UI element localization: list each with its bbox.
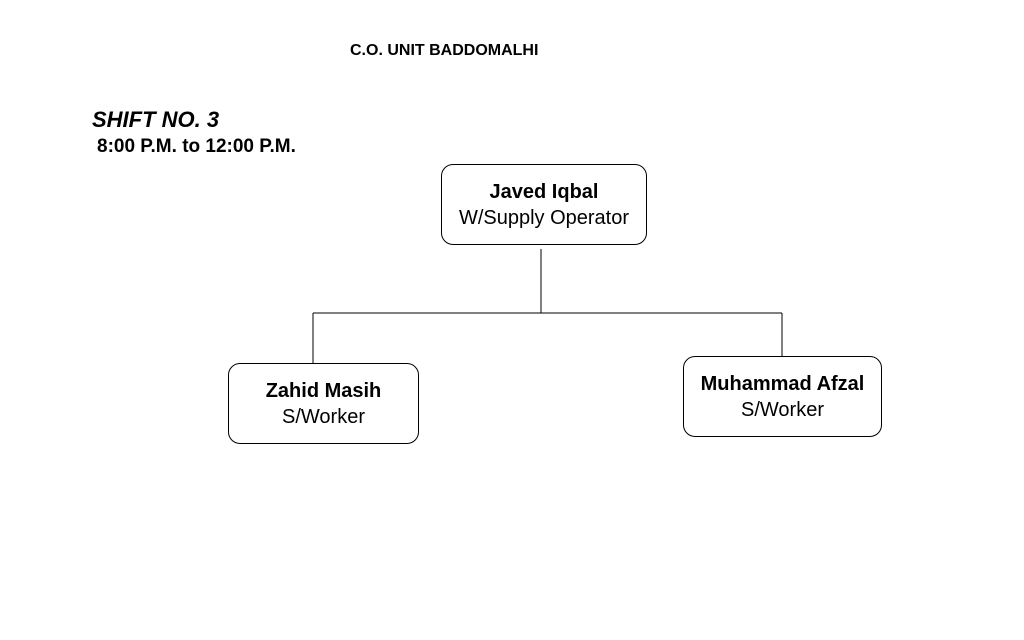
org-node-muhammad-afzal: Muhammad Afzal S/Worker xyxy=(683,356,882,437)
shift-number: SHIFT NO. 3 xyxy=(92,107,220,132)
node-name: Muhammad Afzal xyxy=(700,372,865,395)
node-role: W/Supply Operator xyxy=(458,206,630,229)
org-node-javed-iqbal: Javed Iqbal W/Supply Operator xyxy=(441,164,647,245)
node-role: S/Worker xyxy=(282,405,365,428)
page-title: C.O. UNIT BADDOMALHI xyxy=(350,42,539,59)
node-name: Zahid Masih xyxy=(265,379,382,402)
node-role: S/Worker xyxy=(741,398,824,421)
shift-time: 8:00 P.M. to 12:00 P.M. xyxy=(97,136,296,157)
org-node-zahid-masih: Zahid Masih S/Worker xyxy=(228,363,419,444)
node-name: Javed Iqbal xyxy=(489,180,599,203)
